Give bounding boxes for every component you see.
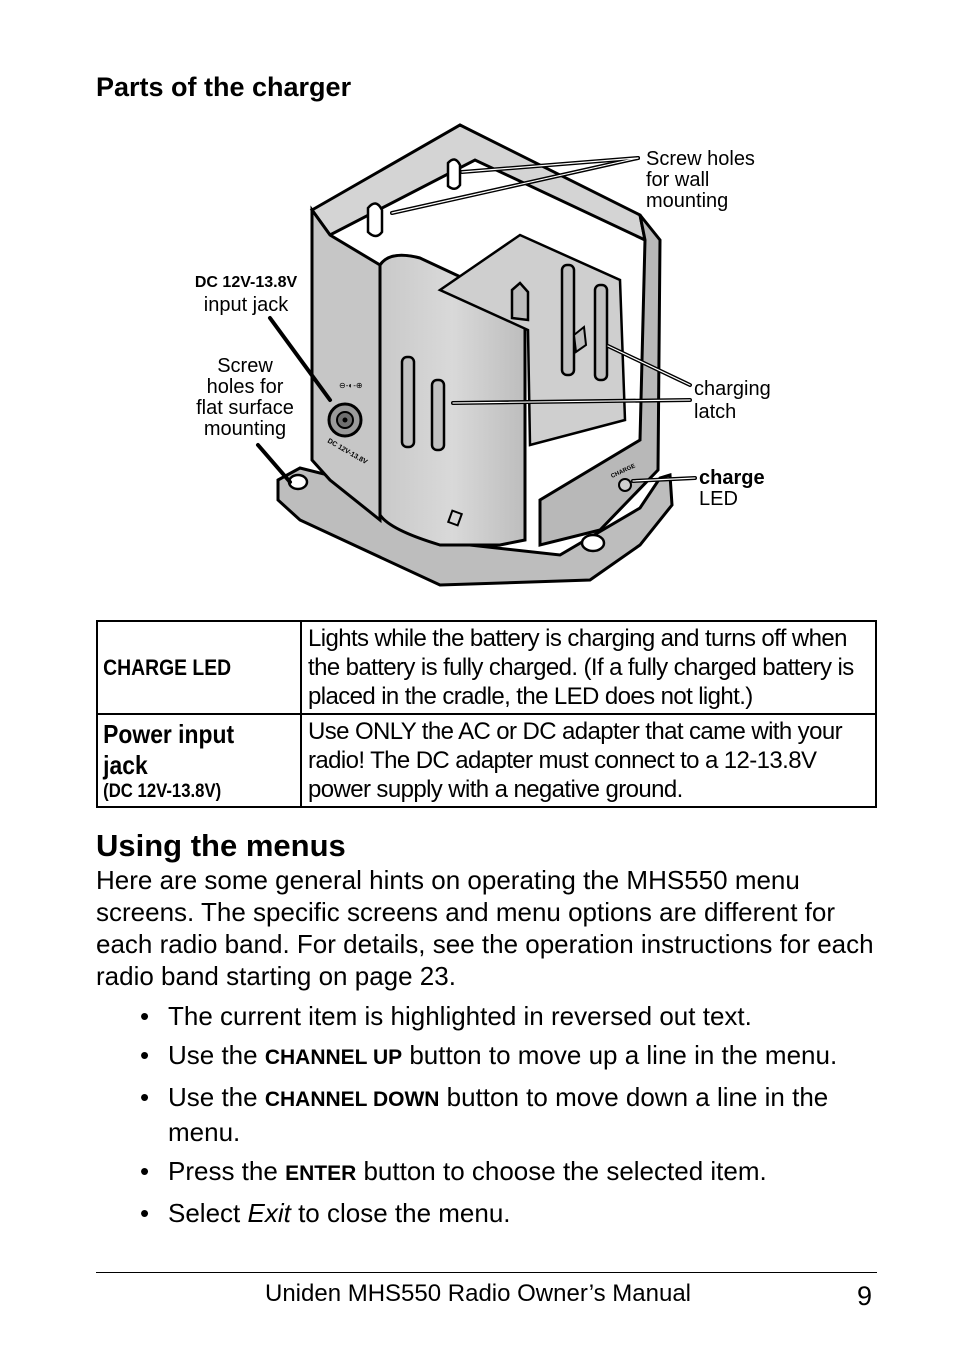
list-item: • Use the CHANNEL DOWN button to move do… (140, 1082, 829, 1147)
bullet-glyph: • (140, 1198, 150, 1228)
key-name: CHANNEL UP (264, 1046, 403, 1069)
page-number: 9 (857, 1281, 873, 1311)
menu-item-name: Exit (247, 1198, 291, 1228)
menus-bullet-list: • The current item is highlighted in rev… (140, 1000, 890, 1236)
charger-left-wall (310, 205, 382, 524)
table-row: CHARGE LED Lights while the battery is c… (96, 620, 877, 715)
bullet-glyph: • (140, 1001, 150, 1031)
callout-flat-screw-holes: Screw holes for flat surface mounting (196, 355, 294, 440)
charge-led (618, 478, 632, 492)
list-item: • Select Exit to close the menu. (140, 1198, 511, 1228)
callout-dc-input-jack: DC 12V-13.8V input jack (194, 274, 298, 316)
list-item: • Press the ENTER button to choose the s… (140, 1156, 767, 1186)
wall-screw-hole-2 (366, 202, 384, 238)
callout-charging-latch: charging latch (694, 378, 771, 423)
menus-heading: Using the menus (96, 828, 346, 863)
table-value: Lights while the battery is charging and… (300, 620, 877, 715)
wall-screw-hole-1 (446, 158, 462, 190)
footer-rule (96, 1272, 877, 1273)
key-name: CHANNEL DOWN (264, 1088, 440, 1111)
footer-text: Uniden MHS550 Radio Owner’s Manual (265, 1280, 691, 1307)
list-item: • The current item is highlighted in rev… (140, 1001, 752, 1031)
bullet-glyph: • (140, 1082, 150, 1112)
charger-spec-table: CHARGE LED Lights while the battery is c… (96, 620, 877, 808)
bullet-glyph: • (140, 1040, 150, 1070)
charging-latch (510, 281, 530, 322)
charger-diagram: ⊖-◐-⊕ DC 12V-13.8V CHARGE (256, 123, 697, 587)
charger-right-wall (538, 214, 662, 547)
table-key: Power input jack (DC 12V-13.8V) (96, 713, 278, 808)
callout-wall-screw-holes: Screw holes for wall mounting (646, 148, 755, 212)
table-key-main: Power input jack (103, 718, 235, 780)
table-key-sub: (DC 12V-13.8V) (103, 780, 222, 802)
callout-charge-led: charge LED (699, 467, 765, 510)
table-key: CHARGE LED (96, 620, 278, 715)
table-row: Power input jack (DC 12V-13.8V) Use ONLY… (96, 713, 877, 808)
menus-intro: Here are some general hints on operating… (96, 865, 874, 991)
table-value: Use ONLY the AC or DC adapter that came … (300, 713, 877, 808)
flat-screw-hole-right (580, 533, 606, 553)
bullet-glyph: • (140, 1156, 150, 1186)
key-name: ENTER (285, 1162, 357, 1185)
section-title: Parts of the charger (96, 72, 352, 102)
svg-text:⊖-◐-⊕: ⊖-◐-⊕ (339, 381, 363, 390)
list-item: • Use the CHANNEL UP button to move up a… (140, 1040, 838, 1070)
charger-back-wall (309, 123, 648, 243)
